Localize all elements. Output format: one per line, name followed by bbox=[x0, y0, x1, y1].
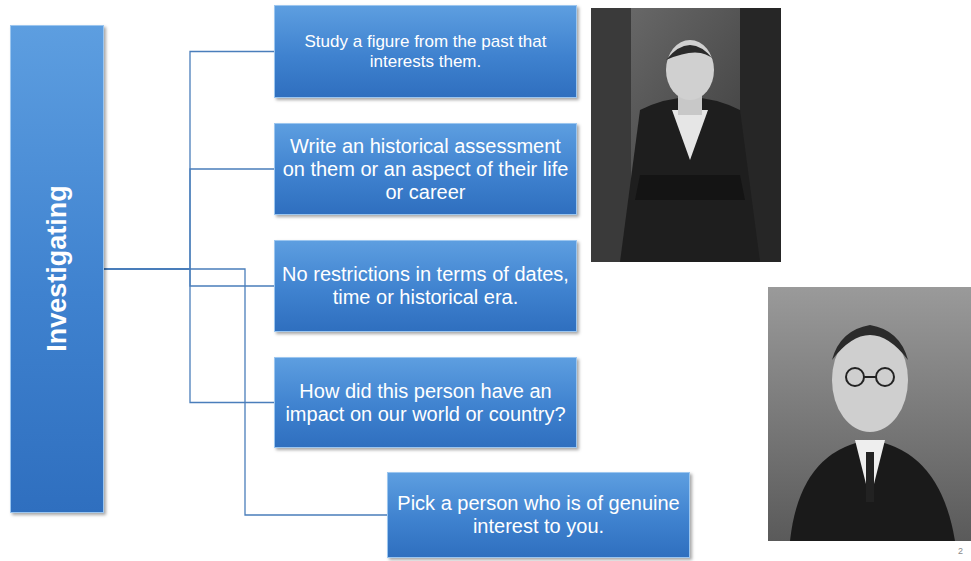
point-box: Write an historical assessment on them o… bbox=[274, 123, 577, 215]
man-with-glasses-photo bbox=[768, 287, 971, 541]
topic-bar: Investigating bbox=[10, 25, 104, 513]
point-box: How did this person have an impact on ou… bbox=[274, 357, 577, 448]
point-text: Study a figure from the past that intere… bbox=[281, 32, 570, 71]
point-text: Pick a person who is of genuine interest… bbox=[394, 492, 683, 538]
topic-title: Investigating bbox=[41, 186, 72, 353]
point-text: Write an historical assessment on them o… bbox=[281, 135, 570, 204]
point-text: No restrictions in terms of dates, time … bbox=[281, 263, 570, 309]
point-box: Pick a person who is of genuine interest… bbox=[387, 472, 690, 558]
point-box: No restrictions in terms of dates, time … bbox=[274, 240, 577, 332]
branch-connector bbox=[104, 169, 274, 269]
branch-connector bbox=[104, 52, 274, 270]
seated-man-photo bbox=[591, 8, 781, 262]
slide-number: 2 bbox=[958, 546, 963, 556]
point-text: How did this person have an impact on ou… bbox=[281, 380, 570, 426]
branch-connector bbox=[104, 269, 274, 286]
point-box: Study a figure from the past that intere… bbox=[274, 5, 577, 98]
branch-connector bbox=[104, 269, 274, 403]
